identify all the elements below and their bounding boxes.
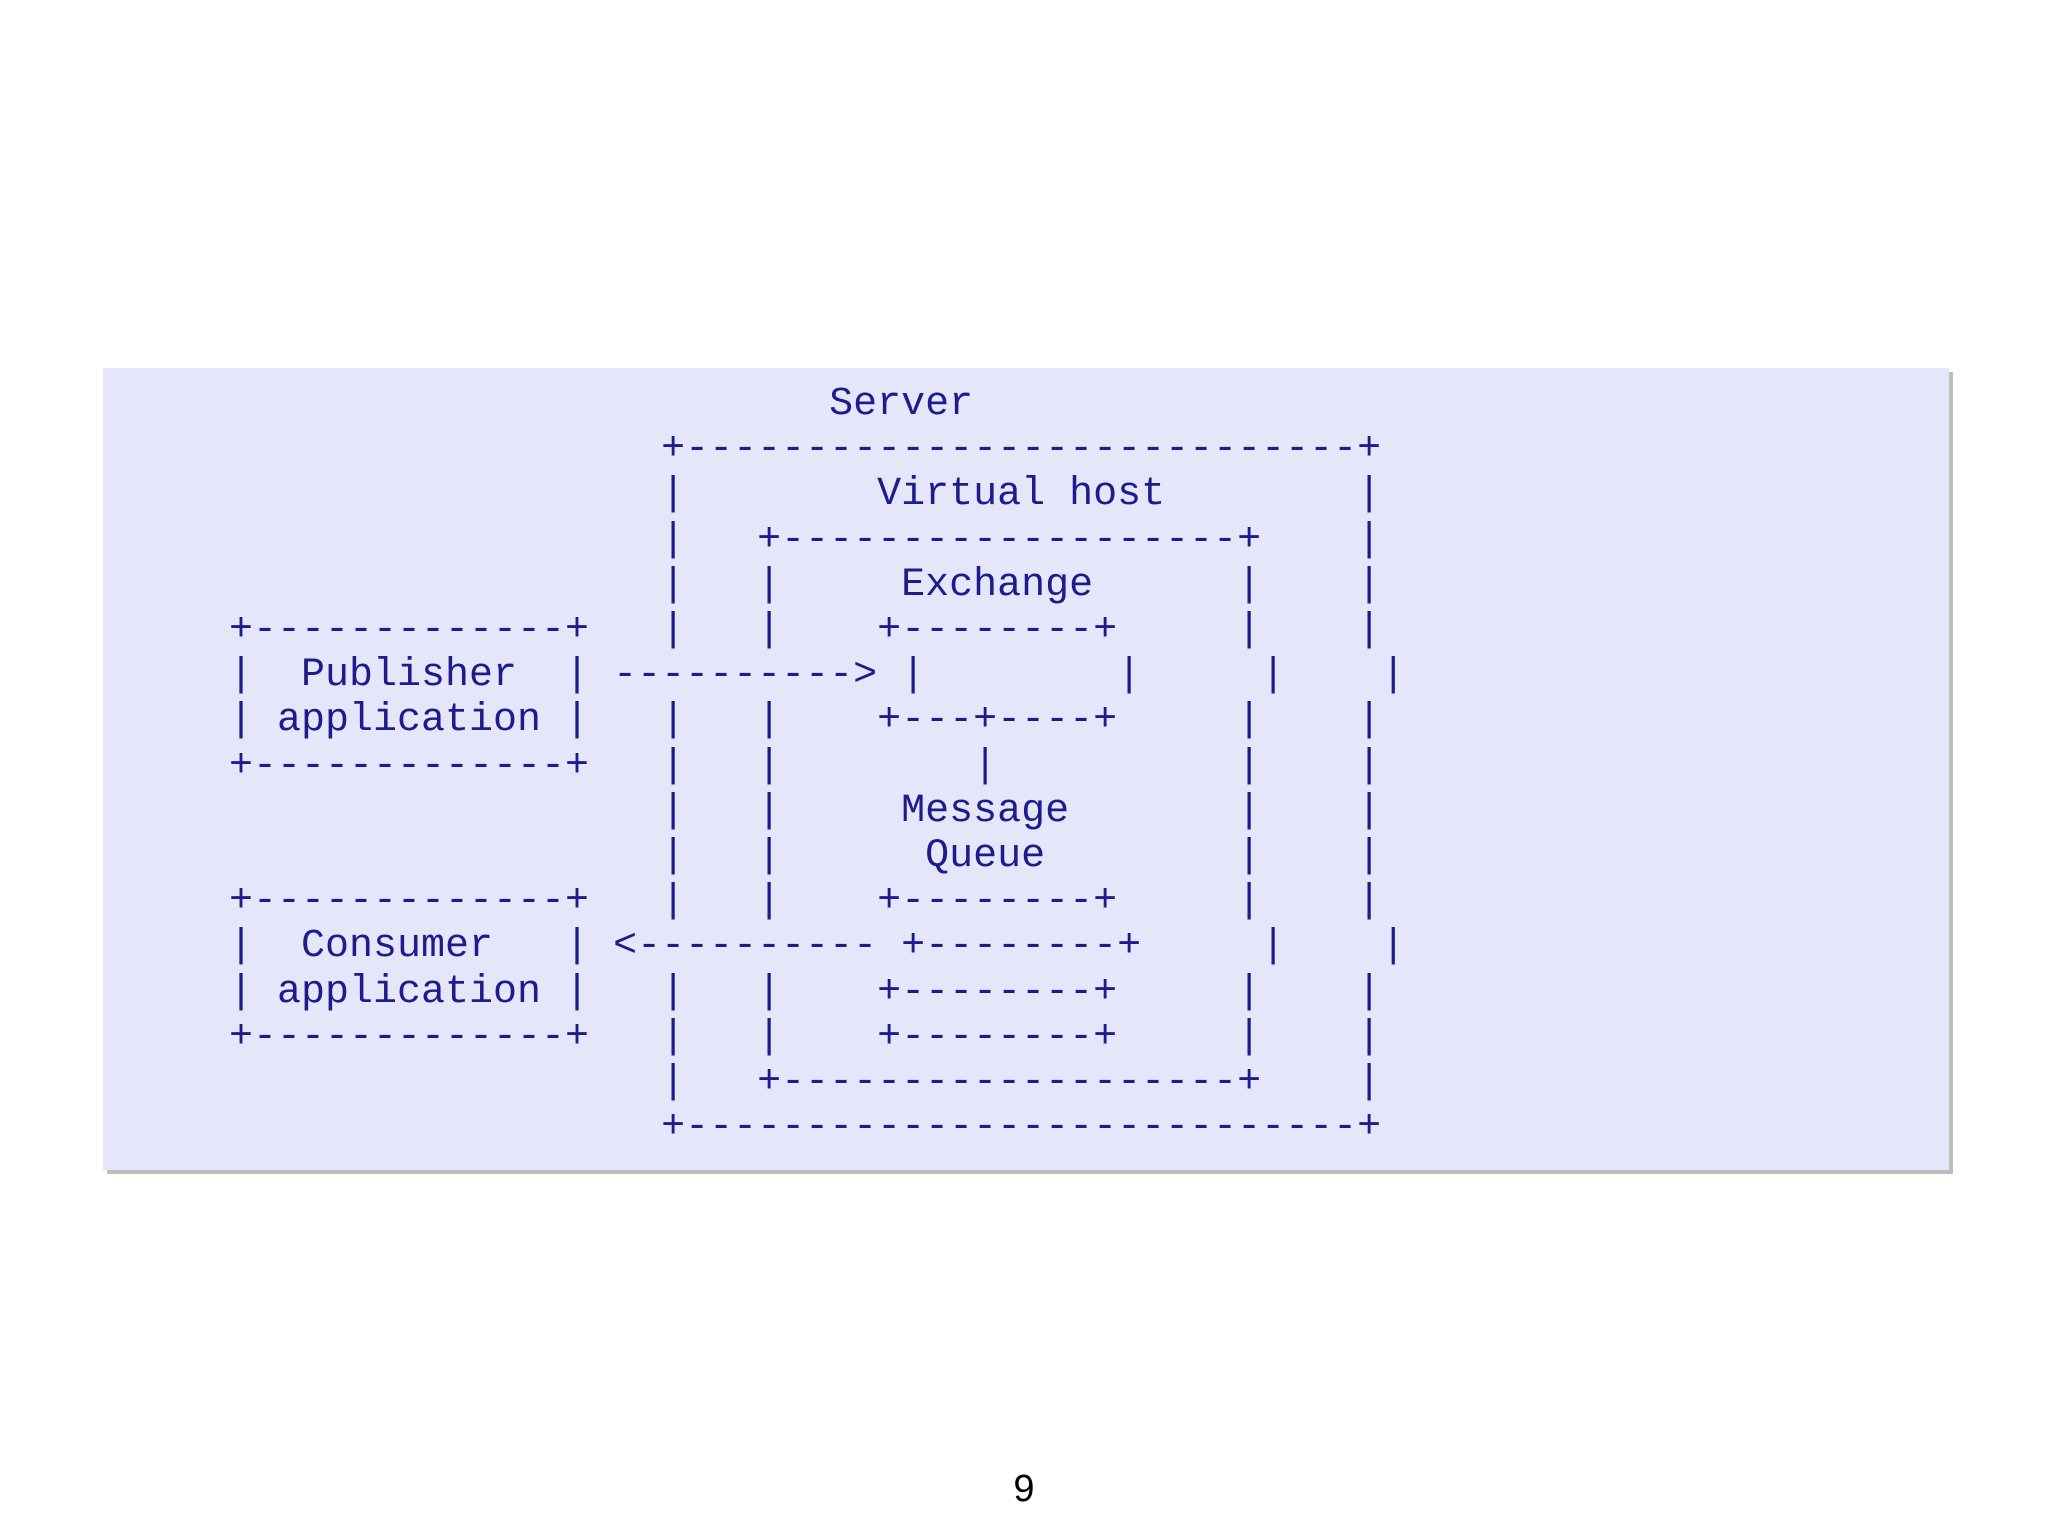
diagram-line: | Publisher | ----------> | | | | <box>229 653 1406 699</box>
diagram-line: | Virtual host | <box>229 472 1382 518</box>
diagram-line: | | Message | | <box>229 788 1382 834</box>
diagram-line: | | Queue | | <box>229 834 1382 880</box>
diagram-line: +-------------+ | | +--------+ | | <box>229 1014 1382 1060</box>
diagram-line: | Consumer | <---------- +--------+ | | <box>229 924 1406 970</box>
diagram-line: +-------------+ | | | | | <box>229 743 1382 789</box>
diagram-line: | application | | | +---+----+ | | <box>229 698 1382 744</box>
diagram-line: +-------------+ | | +--------+ | | <box>229 608 1382 654</box>
diagram-panel: Server +----------------------------+ | … <box>103 368 1949 1170</box>
diagram-line: | application | | | +--------+ | | <box>229 969 1382 1015</box>
diagram-line: +----------------------------+ <box>229 1105 1382 1151</box>
diagram-line: +----------------------------+ <box>229 427 1382 473</box>
page-number: 9 <box>1013 1468 1035 1510</box>
diagram-line: | +-------------------+ | <box>229 517 1382 563</box>
diagram-line: | +-------------------+ | <box>229 1060 1382 1106</box>
diagram-line: | | Exchange | | <box>229 562 1382 608</box>
diagram-line: +-------------+ | | +--------+ | | <box>229 879 1382 925</box>
ascii-architecture-diagram: Server +----------------------------+ | … <box>229 382 1405 1150</box>
diagram-line: Server <box>229 382 974 427</box>
